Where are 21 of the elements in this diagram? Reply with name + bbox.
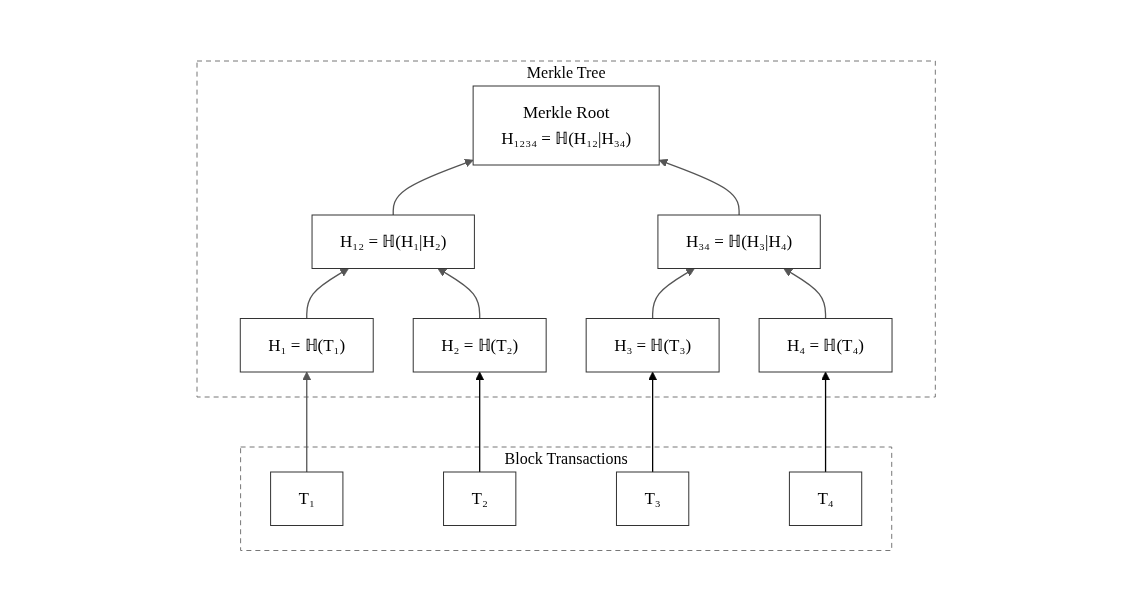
arrow [306, 267, 350, 319]
node-box: T₃ [616, 471, 690, 526]
arrow [437, 267, 481, 319]
arrow [783, 267, 827, 319]
node-box: Merkle Root H₁₂₃₄ = ℍ(H₁₂|H₃₄) [472, 85, 661, 166]
arrow [302, 371, 312, 473]
node-box: H₄ = ℍ(T₄) [758, 317, 893, 373]
arrow [475, 371, 485, 473]
node-box: H₃ = ℍ(T₃) [586, 317, 720, 373]
arrow [652, 267, 696, 319]
node-box: H₁ = ℍ(T₁) [240, 317, 375, 373]
node-box: H₁₂ = ℍ(H₁|H₂) [311, 214, 476, 269]
arrow [648, 371, 658, 473]
node-box: T₁ [270, 471, 344, 526]
arrow [659, 158, 741, 216]
arrow [821, 371, 831, 473]
arrow [392, 158, 474, 216]
node-box: T₄ [789, 471, 863, 526]
node-box: H₃₄ = ℍ(H₃|H₄) [657, 214, 822, 269]
node-box: H₂ = ℍ(T₂) [413, 317, 547, 373]
node-box: T₂ [443, 471, 517, 526]
